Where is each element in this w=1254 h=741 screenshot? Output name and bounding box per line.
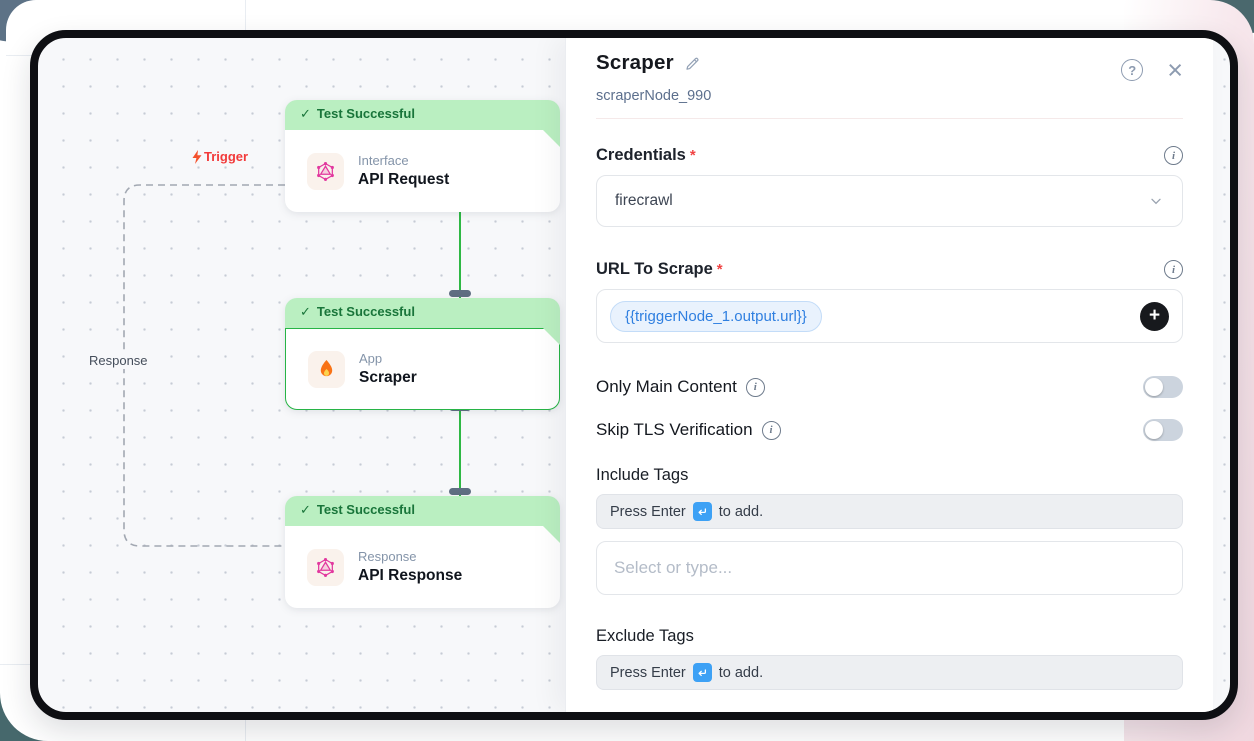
only-main-content-label: Only Main Content — [596, 377, 737, 396]
variable-chip[interactable]: {{triggerNode_1.output.url}} — [610, 300, 822, 332]
skip-tls-label: Skip TLS Verification — [596, 420, 753, 439]
enter-key-icon — [692, 663, 712, 682]
flame-icon — [308, 351, 345, 388]
trigger-edge-label: Trigger — [186, 148, 253, 165]
credentials-value: firecrawl — [615, 192, 673, 209]
interface-node-icon — [307, 153, 344, 190]
node-scraper[interactable]: ✓ Test Successful App Scraper — [285, 298, 560, 410]
input-handle[interactable] — [449, 290, 471, 297]
connector-line — [459, 408, 461, 498]
credentials-label-row: Credentials* i — [596, 146, 1183, 165]
info-icon[interactable]: i — [761, 420, 781, 440]
credentials-label: Credentials — [596, 146, 686, 164]
url-label-row: URL To Scrape* i — [596, 260, 1183, 279]
required-asterisk: * — [716, 261, 723, 278]
node-type-label: Response — [358, 549, 417, 564]
node-status-text: Test Successful — [316, 502, 415, 517]
enter-key-icon — [692, 502, 712, 521]
exclude-tags-label: Exclude Tags — [596, 627, 694, 645]
required-asterisk: * — [689, 147, 696, 164]
check-icon: ✓ — [300, 502, 311, 517]
lightning-icon — [192, 149, 202, 164]
include-tags-enter-hint[interactable]: Press Enter to add. — [596, 494, 1183, 529]
skip-tls-toggle[interactable] — [1143, 419, 1183, 441]
node-type-label: Interface — [358, 153, 409, 168]
add-variable-button[interactable]: + — [1140, 301, 1169, 331]
only-main-content-toggle[interactable] — [1143, 376, 1183, 398]
node-api-response[interactable]: ✓ Test Successful Response API Response — [285, 496, 560, 608]
chevron-down-icon — [1151, 198, 1161, 205]
edit-pencil-icon[interactable] — [684, 55, 701, 72]
node-type-label: App — [359, 351, 383, 366]
hint-text-before: Press Enter — [610, 503, 686, 520]
check-icon: ✓ — [300, 304, 311, 319]
info-icon[interactable]: i — [1164, 260, 1183, 279]
include-tags-input[interactable]: Select or type... — [596, 541, 1183, 595]
divider — [596, 118, 1183, 119]
response-edge-path — [123, 184, 285, 547]
hint-text-after: to add. — [718, 503, 764, 520]
close-icon[interactable]: × — [1167, 55, 1183, 85]
node-api-request[interactable]: ✓ Test Successful Interface API Request — [285, 100, 560, 212]
node-card[interactable]: Interface API Request — [285, 130, 560, 212]
credentials-select[interactable]: firecrawl — [596, 175, 1183, 227]
node-card[interactable]: App Scraper — [285, 328, 560, 410]
response-label-text: Response — [89, 353, 148, 368]
panel-title: Scraper — [596, 51, 674, 74]
node-config-panel: Scraper ? × scraperNode_990 Credentials*… — [565, 38, 1213, 712]
response-edge-label: Response — [84, 352, 153, 369]
input-handle[interactable] — [449, 488, 471, 495]
trigger-label-text: Trigger — [204, 149, 249, 164]
node-name-label: API Response — [358, 567, 463, 584]
exclude-tags-enter-hint[interactable]: Press Enter to add. — [596, 655, 1183, 690]
node-status-text: Test Successful — [316, 106, 415, 121]
connector-line — [459, 210, 461, 300]
include-tags-label: Include Tags — [596, 466, 689, 484]
skip-tls-row: Skip TLS Verification i — [596, 419, 1183, 441]
url-input[interactable]: {{triggerNode_1.output.url}} + — [596, 289, 1183, 343]
help-icon[interactable]: ? — [1121, 59, 1144, 81]
panel-header: Scraper ? × — [596, 51, 1183, 85]
only-main-content-row: Only Main Content i — [596, 376, 1183, 398]
info-icon[interactable]: i — [1164, 146, 1183, 165]
response-node-icon — [307, 549, 344, 586]
workflow-editor-window: Trigger Response ✓ Test Successful — [30, 30, 1238, 720]
url-label: URL To Scrape — [596, 260, 713, 278]
info-icon[interactable]: i — [745, 377, 765, 397]
node-name-label: API Request — [358, 171, 450, 188]
node-status-text: Test Successful — [316, 304, 415, 319]
hint-text-after: to add. — [718, 664, 764, 681]
node-name-label: Scraper — [359, 369, 417, 386]
node-card[interactable]: Response API Response — [285, 526, 560, 608]
include-tags-placeholder: Select or type... — [614, 558, 733, 577]
check-icon: ✓ — [300, 106, 311, 121]
hint-text-before: Press Enter — [610, 664, 686, 681]
node-id-label: scraperNode_990 — [596, 88, 712, 104]
